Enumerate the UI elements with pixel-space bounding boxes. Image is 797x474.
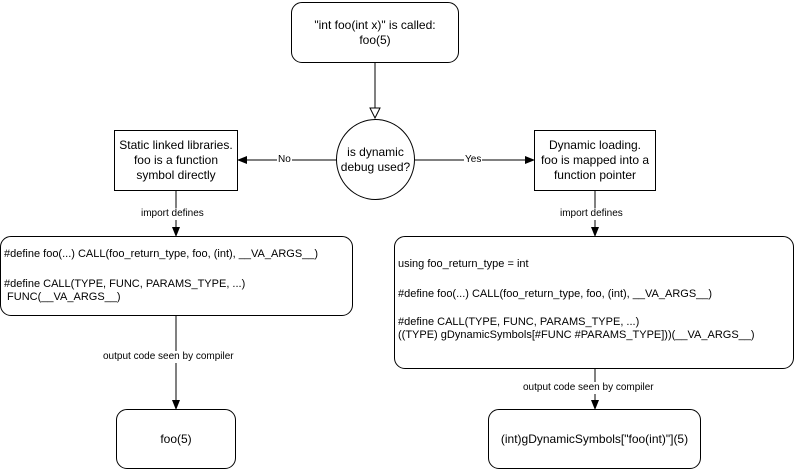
static-link-node: Static linked libraries. foo is a functi…	[114, 130, 238, 191]
right-define-line1: using foo_return_type = int	[398, 258, 529, 270]
start-node: "int foo(int x)" is called: foo(5)	[291, 2, 459, 63]
left-define-line2: #define CALL(TYPE, FUNC, PARAMS_TYPE, ..…	[4, 278, 246, 290]
edge-label-no: No	[277, 154, 292, 166]
right-output-node: (int)gDynamicSymbols["foo(int)"](5)	[488, 409, 701, 469]
edge-label-output-left: output code seen by compiler	[102, 351, 235, 363]
static-link-line3: symbol directly	[136, 168, 216, 182]
start-node-line1: "int foo(int x)" is called:	[314, 17, 436, 32]
left-output-text: foo(5)	[160, 431, 192, 446]
static-link-line1: Static linked libraries.	[119, 138, 233, 152]
right-define-line2: #define foo(...) CALL(foo_return_type, f…	[398, 288, 713, 300]
edge-label-output-right: output code seen by compiler	[522, 382, 655, 394]
right-output-text: (int)gDynamicSymbols["foo(int)"](5)	[500, 431, 689, 446]
dynamic-loading-line2: foo is mapped into a	[540, 153, 650, 167]
right-define-line4: ((TYPE) gDynamicSymbols[#FUNC #PARAMS_TY…	[398, 329, 755, 341]
dynamic-loading-line3: function pointer	[553, 168, 637, 182]
dynamic-loading-node: Dynamic loading. foo is mapped into a fu…	[534, 130, 656, 191]
left-define-block: #define foo(...) CALL(foo_return_type, f…	[0, 236, 353, 316]
edge-label-yes: Yes	[464, 154, 483, 166]
dynamic-loading-line1: Dynamic loading.	[548, 138, 642, 152]
edge-label-import-left: import defines	[140, 208, 205, 220]
decision-node-line1: is dynamic	[347, 144, 404, 159]
decision-node-line2: debug used?	[340, 159, 411, 174]
right-define-block: using foo_return_type = int #define foo(…	[394, 236, 794, 369]
left-define-line1: #define foo(...) CALL(foo_return_type, f…	[4, 248, 319, 260]
right-define-line3: #define CALL(TYPE, FUNC, PARAMS_TYPE, ..…	[398, 316, 640, 328]
edge-label-import-right: import defines	[559, 208, 624, 220]
static-link-line2: foo is a function	[133, 153, 219, 167]
left-output-node: foo(5)	[116, 409, 236, 469]
decision-node: is dynamic debug used?	[336, 119, 415, 200]
left-define-line3: FUNC(__VA_ARGS__)	[4, 291, 121, 303]
start-node-line2: foo(5)	[359, 32, 391, 47]
